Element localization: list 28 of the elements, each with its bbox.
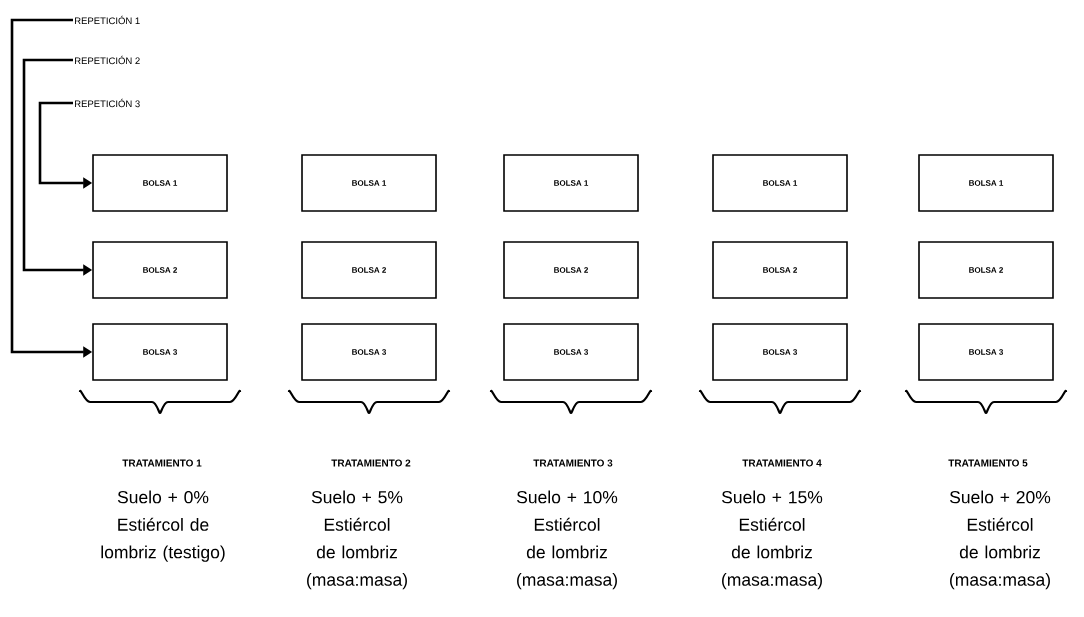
bag-box: BOLSA 1 xyxy=(301,154,437,212)
bag-box: BOLSA 3 xyxy=(712,323,848,381)
bag-box: BOLSA 1 xyxy=(503,154,639,212)
treatment-heading: TRATAMIENTO 5 xyxy=(948,459,1028,467)
bag-box: BOLSA 3 xyxy=(92,323,228,381)
bag-box: BOLSA 1 xyxy=(92,154,228,212)
treatment-heading: TRATAMIENTO 4 xyxy=(742,459,822,467)
bag-box: BOLSA 2 xyxy=(918,241,1054,299)
treatment-description: Suelo + 10% Estiércol de lombriz (masa:masa) xyxy=(516,490,618,590)
treatment-description: Suelo + 20% Estiércol de lombriz (masa:masa) xyxy=(949,490,1051,590)
treatment-description: Suelo + 15% Estiércol de lombriz (masa:masa) xyxy=(721,490,823,590)
bag-box: BOLSA 2 xyxy=(301,241,437,299)
bag-box: BOLSA 2 xyxy=(503,241,639,299)
bag-box: BOLSA 2 xyxy=(92,241,228,299)
bag-box: BOLSA 3 xyxy=(301,323,437,381)
row-label: REPETICIÓN 3 xyxy=(75,98,140,108)
bag-box: BOLSA 2 xyxy=(712,241,848,299)
row-label: REPETICIÓN 2 xyxy=(75,55,140,65)
treatment-heading: TRATAMIENTO 1 xyxy=(122,459,202,467)
bag-box: BOLSA 1 xyxy=(918,154,1054,212)
treatment-heading: TRATAMIENTO 2 xyxy=(331,459,411,467)
treatment-heading: TRATAMIENTO 3 xyxy=(533,459,613,467)
bag-box: BOLSA 1 xyxy=(712,154,848,212)
treatment-description: Suelo + 5% Estiércol de lombriz (masa:masa) xyxy=(307,490,407,590)
treatment-description: Suelo + 0% Estiércol de lombriz (testigo) xyxy=(101,490,225,562)
bag-box: BOLSA 3 xyxy=(918,323,1054,381)
row-label: REPETICIÓN 1 xyxy=(75,15,140,25)
bag-box: BOLSA 3 xyxy=(503,323,639,381)
